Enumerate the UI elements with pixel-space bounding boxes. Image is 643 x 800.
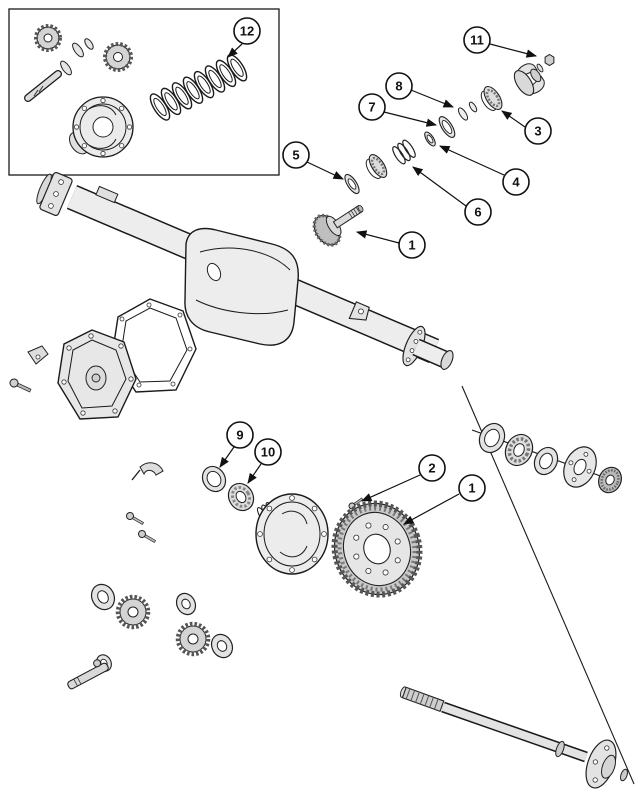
leader-5: [306, 161, 344, 180]
inset-side-gear-b: [103, 42, 133, 72]
axle-housing: [36, 172, 454, 370]
thrust-washer-3: [210, 633, 234, 659]
svg-text:12: 12: [240, 24, 254, 39]
leader-3: [501, 110, 526, 128]
leader-7: [383, 111, 438, 127]
pinion-spider-gear: [175, 621, 211, 657]
adjuster-fork: [131, 462, 164, 481]
cross-shaft: [67, 659, 109, 690]
callout-9: 9: [226, 421, 254, 449]
spider-gear-set: [67, 583, 234, 690]
leader-1-pinion: [355, 230, 400, 244]
inset-thrust-washer-a: [72, 42, 84, 58]
callout-3: 3: [524, 117, 552, 145]
pinion-slinger-washer: [344, 173, 360, 195]
carrier-shim-ring: [201, 465, 227, 493]
pinion-gear: [312, 204, 364, 247]
leader-lines: [219, 43, 538, 525]
carrier-bearing: [227, 482, 255, 512]
leader-8: [410, 89, 454, 108]
callout-10: 10: [254, 438, 282, 466]
svg-text:1: 1: [468, 481, 475, 496]
callout-11: 11: [463, 26, 491, 54]
inset-cross-pin: [24, 70, 62, 102]
leader-2: [361, 474, 421, 502]
svg-text:10: 10: [261, 445, 275, 460]
axle-bearing: [504, 433, 534, 467]
pinion-exploded-group: [312, 53, 555, 247]
retainer-gasket: [598, 466, 622, 494]
diff-cover: [57, 329, 137, 420]
inset-side-gear-a: [34, 24, 62, 52]
callout-5: 5: [282, 141, 310, 169]
leader-12: [227, 43, 243, 58]
callout-6: 6: [464, 198, 492, 226]
side-gear-1: [115, 594, 151, 630]
svg-text:6: 6: [474, 205, 481, 220]
brake-backing-flange: [563, 446, 597, 488]
callout-8: 8: [385, 72, 413, 100]
cover-clip: [27, 345, 49, 365]
axle-bearing-set: [478, 422, 622, 494]
bearing-retainer-ring: [533, 446, 559, 476]
callout-1-pinion: 1: [398, 231, 426, 259]
svg-text:11: 11: [470, 33, 484, 48]
pinion-nut: [536, 53, 555, 73]
carrier-bolt-b: [138, 530, 157, 544]
svg-text:8: 8: [395, 79, 402, 94]
leader-6: [412, 166, 467, 207]
callout-7: 7: [358, 93, 386, 121]
pinion-spacer-ring: [424, 131, 436, 147]
carrier-bolt-a: [126, 512, 145, 526]
axle-spline-end: [399, 686, 445, 713]
pinion-seal: [438, 116, 456, 138]
diff-housing-center: [184, 227, 299, 346]
callout-1-ring-gear: 1: [458, 474, 486, 502]
housing-left-flange: [36, 172, 73, 216]
svg-text:9: 9: [236, 428, 243, 443]
spring-perch: [95, 185, 119, 204]
pinion-washer-small-b: [468, 101, 478, 113]
pinion-inner-bearing: [365, 154, 388, 179]
axle-flange: [585, 739, 617, 789]
callout-12: 12: [233, 17, 261, 45]
differential-case: [255, 493, 329, 575]
pinion-outer-bearing: [480, 85, 503, 111]
svg-text:5: 5: [292, 148, 299, 163]
axle-shaft: [399, 686, 628, 789]
inset-washer-c: [60, 60, 72, 76]
leader-9: [219, 446, 235, 468]
svg-text:2: 2: [428, 461, 435, 476]
callouts: 12 11 8 7 3 5 4 6 1 9 10: [226, 17, 552, 502]
svg-text:4: 4: [512, 175, 520, 190]
inset-box: [8, 8, 280, 176]
cover-bolt: [9, 378, 32, 393]
thrust-washer-1: [90, 583, 116, 611]
pinion-washer-small-a: [457, 107, 469, 121]
collapsible-spacer-spring: [392, 139, 416, 165]
thrust-washer-2: [175, 592, 197, 616]
inset-diff-case: [68, 96, 134, 158]
callout-2: 2: [418, 454, 446, 482]
leader-1-ring-gear: [403, 493, 460, 525]
ring-gear: [331, 500, 423, 598]
leader-10: [247, 463, 262, 484]
carrier-cluster: [126, 462, 423, 598]
leader-11: [489, 43, 538, 58]
housing-right-flange: [402, 325, 426, 367]
pinion-yoke: [513, 63, 545, 96]
axle-seal: [478, 422, 506, 454]
shim-stack: [149, 54, 248, 121]
svg-text:7: 7: [368, 100, 375, 115]
shock-bracket: [348, 301, 370, 321]
svg-text:3: 3: [534, 124, 541, 139]
inset-thrust-washer-b: [84, 38, 94, 50]
svg-text:1: 1: [408, 238, 415, 253]
callout-4: 4: [502, 168, 530, 196]
leader-4: [439, 145, 505, 176]
